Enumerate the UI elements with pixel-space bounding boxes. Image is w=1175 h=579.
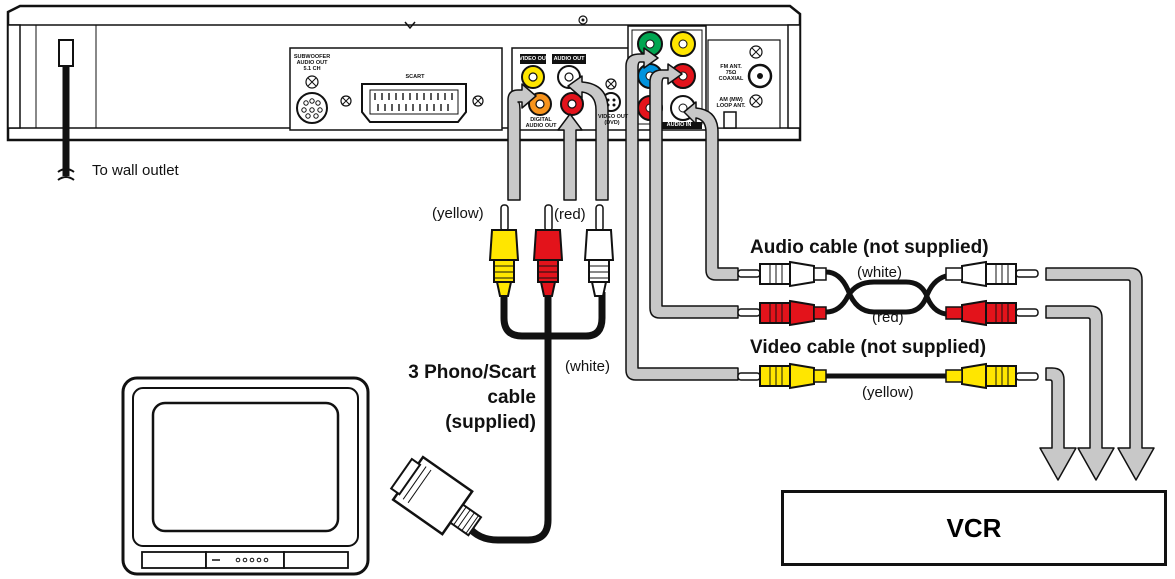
fm-antenna-label-line1: FM ANT. bbox=[720, 64, 742, 70]
video-cable bbox=[737, 362, 1039, 390]
wall-outlet-label: To wall outlet bbox=[92, 162, 179, 179]
yellow-phono-plug bbox=[488, 204, 520, 297]
fm-antenna-label-line2: 75Ω bbox=[725, 70, 737, 76]
digital-audio-label-line2: AUDIO OUT bbox=[525, 123, 557, 129]
antenna-terminals bbox=[723, 45, 773, 129]
phono-scart-cable bbox=[389, 204, 615, 544]
fm-antenna-label: FM ANT. 75Ω COAXIAL bbox=[714, 64, 748, 82]
video-out-label: VIDEO OUT bbox=[519, 56, 550, 62]
audio-cable-label: Audio cable (not supplied) bbox=[750, 237, 989, 258]
white-phono-plug bbox=[583, 204, 615, 297]
audio-red-plug-left bbox=[737, 299, 827, 327]
svideo-label-line2: (DVD) bbox=[604, 120, 620, 126]
power-cord bbox=[57, 39, 75, 181]
audio-white-plug-right bbox=[945, 260, 1039, 288]
audio-in-label: AUDIO IN bbox=[666, 122, 692, 128]
am-antenna-label: AM (MW) LOOP ANT. bbox=[712, 97, 750, 109]
vcr-device: VCR bbox=[781, 490, 1167, 566]
television bbox=[121, 376, 370, 576]
scart-socket bbox=[340, 83, 484, 123]
subwoofer-label: SUBWOOFER AUDIO OUT 5.1 CH bbox=[290, 54, 334, 72]
scart-plug bbox=[389, 455, 483, 537]
signal-arrows-to-receiver bbox=[507, 47, 739, 381]
audio-red-plug-right bbox=[945, 299, 1039, 327]
video-cable-label: Video cable (not supplied) bbox=[750, 337, 987, 358]
video-yellow-plug-left bbox=[737, 362, 827, 390]
subwoofer-jack bbox=[296, 75, 328, 124]
yellow-plug-label: (yellow) bbox=[432, 205, 484, 222]
video-yellow-plug-right bbox=[945, 362, 1039, 390]
vcr-label: VCR bbox=[946, 512, 1002, 543]
subwoofer-label-line2: AUDIO OUT bbox=[296, 60, 328, 66]
scart-cable-label-line3: (supplied) bbox=[445, 412, 536, 433]
fm-antenna-label-line3: COAXIAL bbox=[718, 76, 744, 82]
red-plug-label: (red) bbox=[554, 206, 586, 223]
scart-cable-label-line2: cable bbox=[487, 387, 536, 408]
scart-cable-label-line1: 3 Phono/Scart bbox=[408, 362, 536, 383]
svideo-label-line1: VIDEO OUT bbox=[598, 114, 629, 120]
am-antenna-label-line1: AM (MW) bbox=[719, 97, 743, 103]
digital-audio-label-line1: DIGITAL bbox=[530, 117, 552, 123]
audio-white-label: (white) bbox=[857, 264, 903, 281]
signal-arrows-to-vcr bbox=[1039, 267, 1155, 481]
scart-label: SCART bbox=[405, 74, 425, 80]
subwoofer-label-line3: 5.1 CH bbox=[303, 66, 321, 72]
red-phono-plug bbox=[532, 204, 564, 297]
audio-white-plug-left bbox=[737, 260, 827, 288]
white-plug-label: (white) bbox=[565, 358, 611, 375]
audio-red-label: (red) bbox=[872, 309, 904, 326]
audio-out-label: AUDIO OUT bbox=[553, 56, 585, 62]
digital-audio-label: DIGITAL AUDIO OUT bbox=[524, 117, 558, 129]
video-yellow-label: (yellow) bbox=[862, 384, 914, 401]
subwoofer-label-line1: SUBWOOFER bbox=[293, 54, 331, 60]
scart-cable-label: 3 Phono/Scart cable (supplied) bbox=[340, 360, 536, 435]
am-antenna-label-line2: LOOP ANT. bbox=[716, 103, 746, 109]
audio-cable bbox=[737, 260, 1039, 327]
svideo-label: VIDEO OUT (DVD) bbox=[598, 114, 629, 126]
